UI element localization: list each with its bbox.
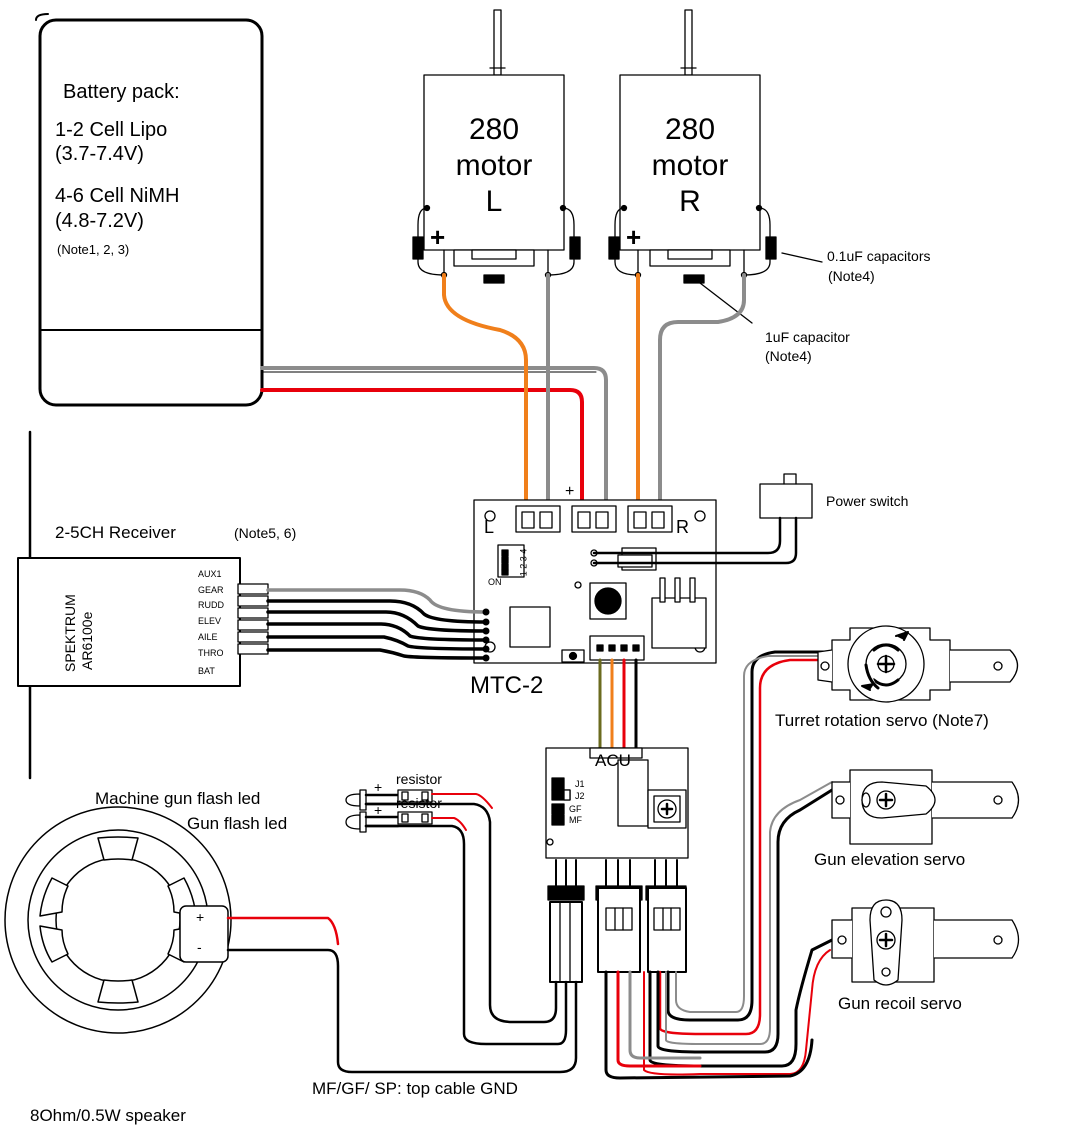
speaker-minus: - bbox=[197, 939, 202, 955]
motor-right-word: motor bbox=[651, 149, 729, 182]
mtc-left-label: L bbox=[484, 517, 495, 537]
elevation-servo-label: Gun elevation servo bbox=[814, 850, 966, 869]
acu-name: ACU bbox=[595, 751, 631, 770]
machine-gun-led bbox=[345, 789, 558, 1024]
battery-nimh: 4-6 Cell NiMH bbox=[55, 185, 180, 207]
receiver-channel-elev: ELEV bbox=[198, 616, 222, 626]
motor-left bbox=[412, 9, 581, 284]
battery-lipo: 1-2 Cell Lipo bbox=[55, 119, 168, 141]
receiver-model: AR6100e bbox=[79, 611, 95, 670]
speaker bbox=[4, 806, 578, 1074]
acu-mf: MF bbox=[569, 815, 582, 825]
mtc-dip-numbers: 1 2 3 4 bbox=[518, 548, 529, 577]
motor-left-side: L bbox=[485, 185, 503, 218]
capacitor-large-label: 1uF capacitor bbox=[765, 329, 850, 345]
gun-led bbox=[345, 811, 568, 1046]
battery-lipo-range: (3.7-7.4V) bbox=[55, 143, 144, 165]
receiver-channel-bat: BAT bbox=[198, 666, 215, 676]
receiver-channel-rudd: RUDD bbox=[198, 600, 224, 610]
mtc-plus-label: + bbox=[565, 483, 575, 500]
power-switch-label: Power switch bbox=[826, 493, 909, 509]
receiver-title: 2-5CH Receiver bbox=[55, 523, 176, 542]
mtc-board bbox=[473, 499, 717, 664]
receiver-brand: SPEKTRUM bbox=[62, 594, 78, 672]
recoil-servo-label: Gun recoil servo bbox=[838, 994, 962, 1013]
battery-notes: (Note1, 2, 3) bbox=[57, 242, 130, 257]
receiver-channel-aile: AILE bbox=[198, 632, 218, 642]
battery-pack bbox=[35, 13, 264, 407]
machine-gun-led-label: Machine gun flash led bbox=[95, 789, 261, 808]
capacitor-large-note: (Note4) bbox=[765, 348, 812, 364]
mtc-acu-wires bbox=[598, 658, 638, 754]
receiver-channel-thro: THRO bbox=[198, 648, 224, 658]
motor-right-label: 280 motor R bbox=[625, 112, 755, 220]
battery-nimh-range: (4.8-7.2V) bbox=[55, 210, 144, 232]
gun-resistor-label: resistor bbox=[396, 795, 442, 811]
mtc-right-label: R bbox=[676, 517, 689, 537]
motor-left-type: 280 bbox=[468, 113, 520, 146]
elevation-servo bbox=[831, 769, 1020, 845]
speaker-label: 8Ohm/0.5W speaker bbox=[30, 1106, 186, 1125]
motor-wires bbox=[442, 273, 746, 514]
battery-title: Battery pack: bbox=[63, 81, 180, 103]
motor-right-type: 280 bbox=[664, 113, 716, 146]
receiver-channel-aux1: AUX1 bbox=[198, 569, 222, 579]
receiver-channel-gear: GEAR bbox=[198, 585, 224, 595]
receiver-notes: (Note5, 6) bbox=[234, 525, 297, 541]
acu-board bbox=[545, 747, 689, 983]
recoil-servo bbox=[831, 899, 1020, 986]
acu-gf: GF bbox=[569, 804, 582, 814]
acu-j1: J1 bbox=[575, 779, 585, 789]
speaker-plus: + bbox=[196, 909, 205, 925]
receiver-wires bbox=[266, 588, 490, 662]
machine-gun-resistor-label: resistor bbox=[396, 771, 442, 787]
motor-right-side: R bbox=[679, 185, 701, 218]
turret-servo bbox=[817, 625, 1019, 703]
motor-left-label: 280 motor L bbox=[429, 112, 559, 220]
motor-right-plus: + bbox=[626, 222, 642, 252]
gun-led-plus: + bbox=[374, 802, 383, 818]
mtc-name: MTC-2 bbox=[470, 672, 544, 699]
motor-right bbox=[608, 9, 823, 324]
acu-j2: J2 bbox=[575, 791, 585, 801]
machine-gun-led-plus: + bbox=[374, 779, 383, 795]
capacitor-small-note: (Note4) bbox=[828, 268, 875, 284]
motor-left-plus: + bbox=[430, 222, 446, 252]
mtc-dip-on: ON bbox=[488, 577, 502, 587]
power-switch bbox=[592, 473, 813, 568]
cable-note: MF/GF/ SP: top cable GND bbox=[312, 1079, 518, 1098]
servo-wires bbox=[604, 650, 834, 1080]
capacitor-small-label: 0.1uF capacitors bbox=[827, 248, 931, 264]
motor-left-word: motor bbox=[455, 149, 533, 182]
battery-wires bbox=[260, 366, 608, 514]
receiver bbox=[17, 430, 269, 780]
turret-servo-label: Turret rotation servo (Note7) bbox=[775, 711, 989, 730]
gun-led-label: Gun flash led bbox=[187, 814, 288, 833]
